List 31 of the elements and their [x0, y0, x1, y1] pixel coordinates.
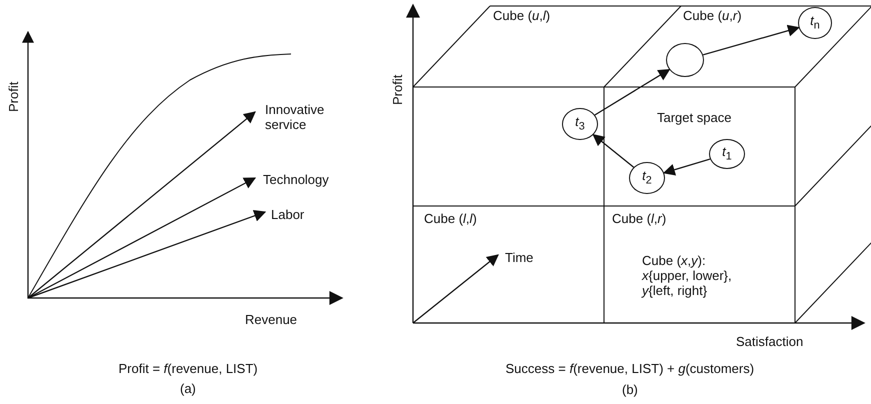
arrow	[594, 68, 670, 116]
state-label: t$_{3}$	[575, 114, 585, 134]
text-label: Labor	[271, 207, 304, 222]
arrow	[702, 24, 800, 56]
formula-caption: Profit = f(revenue, LIST)	[118, 361, 258, 376]
axis-label: Profit	[6, 82, 21, 112]
text-label: Innovative service	[265, 102, 326, 132]
note-text: Cube (x,y): x{upper, lower}, y{left, right}	[642, 253, 733, 298]
state-circle	[562, 108, 598, 140]
axis-label: Satisfaction	[736, 334, 804, 349]
empty-circle	[666, 43, 704, 77]
axis-label: Profit	[390, 74, 405, 105]
axis-label: Revenue	[245, 312, 298, 327]
state-circle	[629, 162, 665, 194]
state-circle	[709, 139, 745, 169]
text-label: Technology	[263, 172, 329, 187]
state-label: t$_{2}$	[642, 168, 652, 188]
state-label: t$_{n}$	[810, 14, 820, 32]
state-circle	[798, 7, 832, 39]
panel-label: (b)	[622, 382, 638, 397]
panel-label: (a)	[180, 381, 196, 396]
region-label: Cube (l,l)	[424, 211, 477, 226]
axis-label: Time	[505, 250, 534, 265]
arrow	[662, 158, 710, 176]
formula-caption: Success = f(revenue, LIST) + g(customers)	[506, 361, 754, 376]
state-label: t$_{1}$	[722, 144, 732, 164]
region-label: Cube (u,l)	[493, 8, 550, 23]
arrow	[592, 134, 634, 168]
region-label: Target space	[657, 110, 732, 125]
region-label: Cube (l,r)	[612, 211, 666, 226]
region-label: Cube (u,r)	[683, 8, 742, 23]
